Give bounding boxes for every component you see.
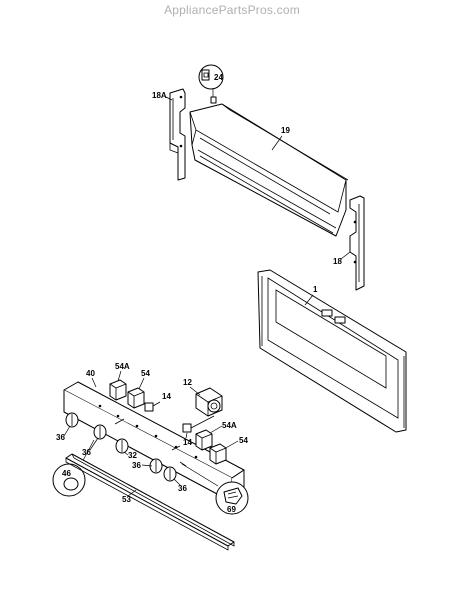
callout-69: 69 (227, 505, 236, 514)
callout-24: 24 (214, 73, 223, 82)
callout-54a-top: 54A (115, 362, 130, 371)
part-46-knob-detail (52, 439, 95, 497)
callout-54-right: 54 (239, 436, 248, 445)
callout-36-b: 36 (82, 448, 91, 457)
part-54-right (209, 443, 227, 465)
part-18-right-bracket (349, 195, 365, 291)
knob-5 (163, 466, 177, 482)
part-54-top (127, 387, 145, 409)
callout-14-top: 14 (162, 392, 171, 401)
callout-40: 40 (86, 369, 95, 378)
callout-32: 32 (128, 451, 137, 460)
knob-3 (115, 438, 129, 454)
part-14-bottom (182, 415, 215, 433)
watermark: AppliancePartsPros.com (164, 3, 300, 17)
knob-2 (93, 424, 107, 440)
part-12-clock (195, 387, 223, 417)
callout-36-d: 36 (178, 484, 187, 493)
callout-53: 53 (122, 495, 131, 504)
callout-18a: 18A (152, 91, 167, 100)
callout-1: 1 (313, 285, 318, 294)
part-69-connector (179, 461, 249, 515)
callout-36-c: 36 (132, 461, 141, 470)
callout-54-top: 54 (141, 369, 150, 378)
part-1-rear-panel (257, 269, 407, 433)
part-54a-top (109, 379, 127, 401)
callout-54a-right: 54A (222, 421, 237, 430)
knob-1 (65, 412, 79, 428)
callout-18: 18 (333, 257, 342, 266)
callout-36-a: 36 (56, 433, 65, 442)
callout-14-bottom: 14 (183, 438, 192, 447)
callout-46: 46 (62, 469, 71, 478)
callout-12: 12 (183, 378, 192, 387)
part-24-clip (198, 64, 224, 104)
part-14-top (144, 401, 161, 412)
callout-19: 19 (281, 126, 290, 135)
part-19-backguard (189, 103, 349, 237)
part-18a-left-bracket (169, 88, 186, 181)
part-53-trim-strip (65, 453, 235, 551)
part-54a-right (195, 429, 213, 451)
